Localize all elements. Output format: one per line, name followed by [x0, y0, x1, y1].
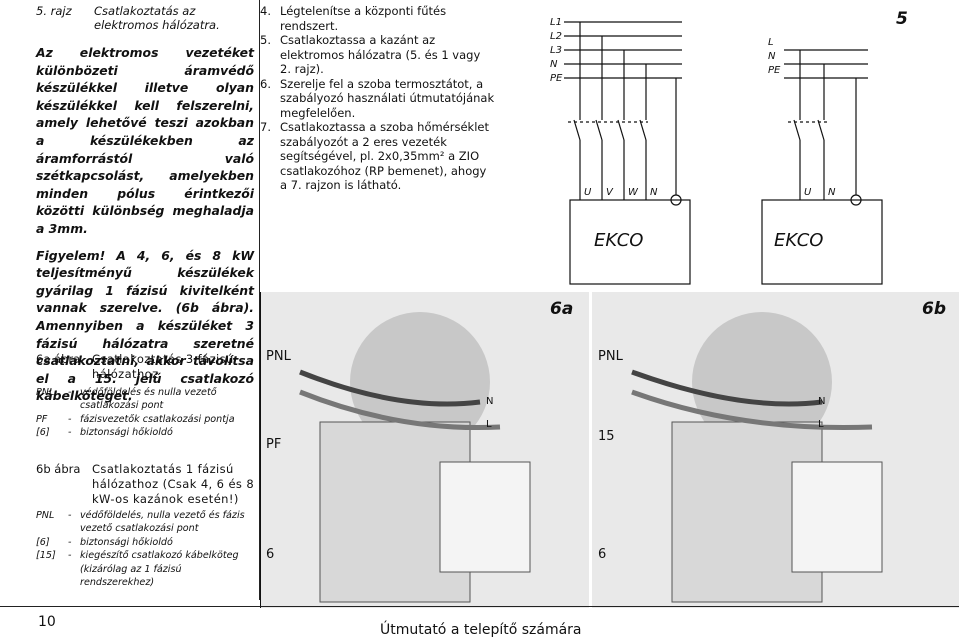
step-item: 6. Szerelje fel a szoba termosztátot, a s…: [260, 77, 500, 121]
fig6b-title: Csatlakoztatás 1 fázisú hálózathoz (Csak…: [92, 462, 255, 506]
line-label: L1: [550, 17, 562, 28]
legend-text: védőföldelés, nulla vezető és fázis veze…: [80, 510, 245, 535]
legend-dash: -: [68, 427, 72, 439]
wiring-diagram: L1 L2 L3 N PE U V W N L N PE U N EKCO EK…: [550, 9, 908, 285]
footer-rule: [0, 606, 959, 607]
wire-label: N: [818, 396, 825, 407]
legend-key: [15]: [36, 550, 56, 562]
fig6a-caption: 6a ábra Csatlakoztatás 3 fázisú hálózath…: [36, 352, 256, 440]
fig6a-title: Csatlakoztatás 3 fázisú hálózathoz: [92, 352, 234, 381]
photo-title: 6a: [550, 299, 573, 319]
wire-label: L: [486, 419, 492, 430]
step-number: 5.: [260, 33, 271, 47]
instruction-steps: 4. Légtelenítse a központi fűtés rendszer…: [260, 4, 500, 193]
legend-key: PF: [36, 413, 48, 425]
brand-label: EKCO: [594, 230, 643, 251]
legend-dash: -: [68, 387, 72, 398]
terminal-label: N: [650, 187, 658, 198]
line-label: PE: [550, 73, 563, 84]
legend-key: [6]: [36, 536, 50, 548]
step-text: Szerelje fel a szoba termosztátot, a sza…: [280, 76, 495, 120]
legend-key: [6]: [36, 427, 50, 439]
legend-dash: -: [68, 413, 72, 425]
photo-title: 6b: [922, 299, 946, 319]
step-item: 7. Csatlakoztassa a szoba hőmérséklet sza…: [260, 120, 500, 193]
photo-label: 15: [598, 429, 615, 444]
legend-text: biztonsági hőkioldó: [80, 536, 173, 548]
brand-label: EKCO: [774, 230, 823, 251]
line-label: N: [550, 59, 558, 70]
figure-number: 5. rajz: [36, 4, 72, 18]
photo-6a: 6a PNL PF 6 N L: [260, 292, 589, 608]
legend-text: kiegészítő csatlakozó kábelköteg (kizáró…: [80, 550, 239, 589]
line-label: L: [768, 37, 774, 48]
terminal-label: N: [828, 187, 836, 198]
photo-label: 6: [598, 547, 606, 562]
step-text: Csatlakoztassa a kazánt az elektromos há…: [280, 33, 481, 76]
terminal-label: W: [628, 187, 639, 198]
step-text: Légtelenítse a központi fűtés rendszert.: [280, 4, 447, 33]
figure-title: Csatlakoztatás az elektromos hálózatra.: [94, 4, 220, 32]
legend-dash: -: [68, 550, 72, 562]
left-top-caption: 5. rajz Csatlakoztatás az elektromos hál…: [36, 4, 256, 32]
photo-label: 6: [266, 547, 274, 562]
step-number: 4.: [260, 4, 271, 18]
warning-block: Az elektromos vezetéket különbözeti áram…: [36, 44, 254, 405]
terminal-label: U: [804, 187, 812, 198]
step-item: 4. Légtelenítse a központi fűtés rendszer…: [260, 4, 500, 33]
step-number: 6.: [260, 76, 271, 91]
legend-key: PNL: [36, 387, 55, 398]
line-label: PE: [768, 65, 781, 76]
photo-label: PF: [266, 437, 281, 452]
wire-label: N: [486, 396, 493, 407]
wire-label: L: [818, 419, 824, 430]
legend-text: fázisvezetők csatlakozási pontja: [80, 413, 235, 425]
line-label: N: [768, 51, 776, 62]
photo-label: PNL: [266, 349, 292, 364]
figure-number: 5: [896, 9, 908, 29]
fig6b-caption: 6b ábra Csatlakoztatás 1 fázisú hálózath…: [36, 462, 258, 589]
photo-label: PNL: [598, 349, 624, 364]
terminal-label: U: [584, 187, 592, 198]
legend-text: védőföldelés és nulla vezető csatlakozás…: [80, 387, 217, 412]
fig6a-label: 6a ábra: [36, 352, 81, 366]
legend-text: biztonsági hőkioldó: [80, 427, 173, 439]
step-number: 7.: [260, 120, 271, 134]
photo-6b: 6b PNL 15 6 N L: [592, 292, 959, 608]
warning-paragraph-1: Az elektromos vezetéket különbözeti áram…: [36, 45, 254, 236]
legend-dash: -: [68, 536, 72, 548]
step-text: Csatlakoztassa a szoba hőmérséklet szabá…: [280, 120, 489, 192]
legend-key: PNL: [36, 510, 55, 521]
step-item: 5. Csatlakoztassa a kazánt az elektromos …: [260, 33, 500, 77]
line-label: L3: [550, 45, 562, 56]
warning-paragraph-2: Figyelem! A 4, 6, és 8 kW teljesítményű …: [36, 247, 254, 404]
page-number: 10: [38, 614, 56, 630]
terminal-label: V: [606, 187, 614, 198]
footer-title: Útmutató a telepítő számára: [380, 622, 582, 638]
fig6b-label: 6b ábra: [36, 462, 81, 476]
legend-dash: -: [68, 510, 72, 521]
line-label: L2: [550, 31, 562, 42]
